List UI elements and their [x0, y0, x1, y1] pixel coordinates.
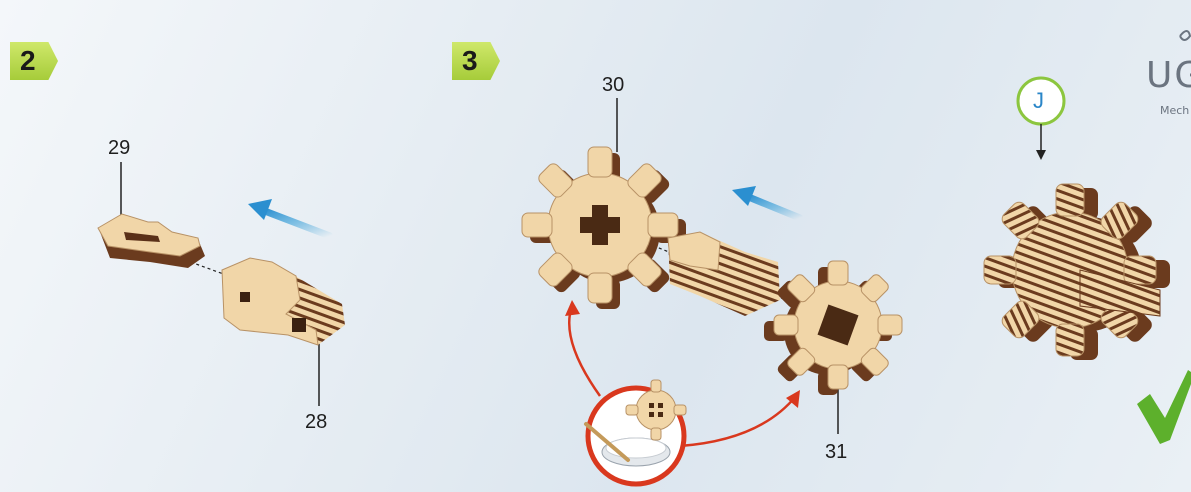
direction-arrow-step3-icon [732, 186, 800, 218]
axle-shape [668, 232, 780, 316]
direction-arrow-step2-icon [248, 199, 330, 236]
checkmark-icon [1137, 370, 1191, 444]
part-31-gear-shape [764, 261, 902, 395]
callout-j-letter: J [1033, 88, 1044, 114]
part-30-gear-shape [522, 147, 686, 309]
logo-mark-icon [1180, 31, 1190, 40]
part-28-shape [222, 258, 345, 345]
part-29-shape [98, 214, 205, 268]
assembled-gear-shape [984, 184, 1170, 360]
